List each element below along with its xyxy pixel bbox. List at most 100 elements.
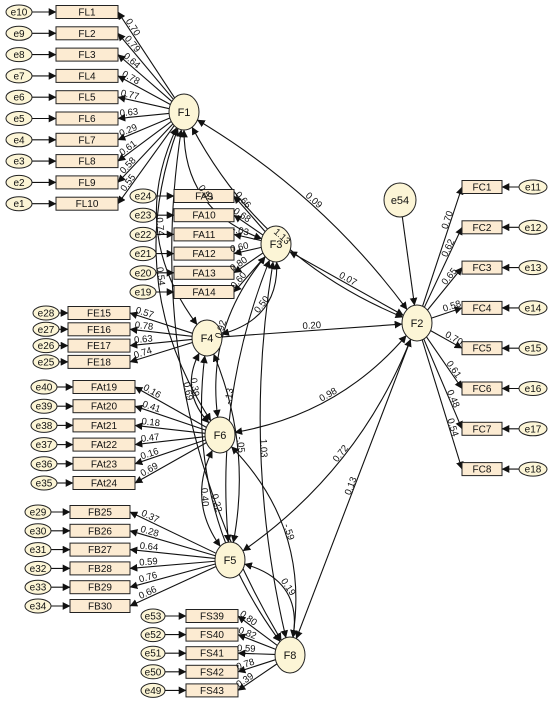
error-label: e22: [135, 230, 152, 241]
error-label: e5: [13, 114, 25, 125]
path-coefficient: 0.39: [188, 377, 201, 397]
indicator-box-fl1: [55, 5, 119, 19]
error-label: e36: [36, 459, 53, 470]
indicator-label: FA9: [195, 192, 213, 203]
loading-path: [117, 54, 173, 102]
error-node-e6: [5, 89, 33, 105]
indicator-box-fat21: [72, 418, 136, 433]
error-node-e13: [518, 260, 548, 276]
indicator-label: FE17: [87, 341, 111, 352]
indicator-label: FC5: [473, 344, 492, 355]
indicator-label: FA10: [192, 211, 216, 222]
error-node-e10: [5, 4, 33, 20]
loading-label: 0.64: [139, 541, 159, 554]
loading-path: [117, 117, 171, 141]
indicator-box-fa10: [173, 208, 235, 223]
error-node-e52: [140, 627, 166, 643]
indicator-box-fc4: [461, 300, 503, 315]
loading-label: 0.62: [440, 238, 458, 259]
loading-label: 0.77: [120, 88, 140, 103]
latent-label: F5: [224, 555, 237, 567]
path-coefficient: -.05: [234, 436, 247, 453]
latent-label: F2: [411, 318, 424, 330]
loading-label: 0.58: [442, 298, 463, 314]
indicator-label: FAt19: [91, 383, 118, 394]
indicator-box-fat23: [72, 456, 136, 471]
loading-path: [421, 339, 464, 470]
indicator-label: FA12: [192, 249, 216, 260]
error-label: e31: [30, 545, 47, 556]
error-label: e19: [135, 288, 152, 299]
loading-label: 0.64: [121, 51, 142, 71]
error-node-e17: [518, 421, 548, 437]
indicator-box-fe15: [67, 306, 131, 320]
loading-label: 0.59: [237, 643, 256, 655]
latent-label: F6: [214, 430, 227, 442]
loading-label: 0.70: [440, 210, 456, 231]
path-coefficient: 0.13: [343, 476, 360, 497]
indicator-box-fl5: [55, 90, 119, 105]
indicator-label: FL5: [78, 93, 96, 104]
loading-label: 0.61: [444, 359, 464, 380]
error-node-e18: [518, 461, 548, 477]
indicator-label: FC7: [473, 424, 492, 435]
indicator-box-fa11: [173, 227, 235, 242]
indicator-label: FL1: [78, 8, 96, 19]
path-coefficient: 0.54: [154, 267, 167, 287]
indicator-label: FAt23: [91, 459, 118, 470]
error-node-e51: [140, 645, 166, 661]
error-label: e34: [30, 602, 47, 613]
error-label: e24: [135, 192, 152, 203]
indicator-box-fb26: [69, 523, 131, 538]
indicator-box-fc1: [461, 180, 503, 194]
loading-path: [237, 659, 276, 674]
indicator-box-fat22: [72, 437, 136, 452]
error-node-e19: [129, 284, 157, 300]
loading-path: [423, 226, 463, 308]
loading-path: [426, 336, 463, 389]
latent-node-f6: [204, 416, 236, 454]
error-label: e12: [525, 223, 542, 234]
loading-label: 0.66: [137, 584, 158, 602]
latent-label: F1: [178, 107, 191, 119]
loading-label: 0.68: [231, 206, 252, 226]
indicator-box-fl3: [55, 47, 119, 62]
error-label: e7: [13, 71, 25, 82]
error-label: e4: [13, 135, 25, 146]
path-coefficient: -.13: [223, 388, 236, 406]
loading-path: [117, 112, 170, 122]
indicator-box-fe18: [67, 354, 131, 369]
error-node-e27: [32, 321, 60, 337]
error-label: e3: [13, 157, 25, 168]
error-node-e35: [30, 475, 58, 491]
error-node-e22: [129, 226, 157, 242]
indicator-label: FL8: [78, 157, 96, 168]
error-label: e27: [38, 325, 55, 336]
latent-node-f3: [260, 225, 292, 263]
indicator-label: FB27: [88, 545, 112, 556]
indicator-box-fat24: [72, 476, 136, 490]
error-label: e40: [36, 383, 53, 394]
error-node-e28: [32, 305, 60, 321]
indicator-box-fs42: [185, 664, 239, 679]
loading-path: [117, 75, 171, 106]
indicator-box-fat19: [72, 380, 136, 394]
error-label: e32: [30, 564, 47, 575]
error-node-e1: [5, 196, 33, 212]
error-label: e13: [525, 263, 542, 274]
error-node-e20: [129, 265, 157, 281]
error-label: e26: [38, 341, 55, 352]
error-label: e23: [135, 211, 152, 222]
error-label: e11: [525, 183, 541, 194]
error-label: e1: [13, 199, 25, 210]
latent-node-f4: [191, 319, 223, 357]
indicator-box-fl4: [55, 68, 119, 83]
loading-label: 0.60: [229, 240, 249, 255]
error-label: e17: [525, 424, 542, 435]
path-coefficient: 0.40: [198, 488, 210, 507]
indicator-box-fs39: [185, 609, 239, 623]
error-label: e49: [145, 686, 162, 697]
loading-label: 0.54: [444, 417, 460, 438]
indicator-label: FS39: [200, 612, 224, 623]
loading-path: [117, 32, 174, 100]
